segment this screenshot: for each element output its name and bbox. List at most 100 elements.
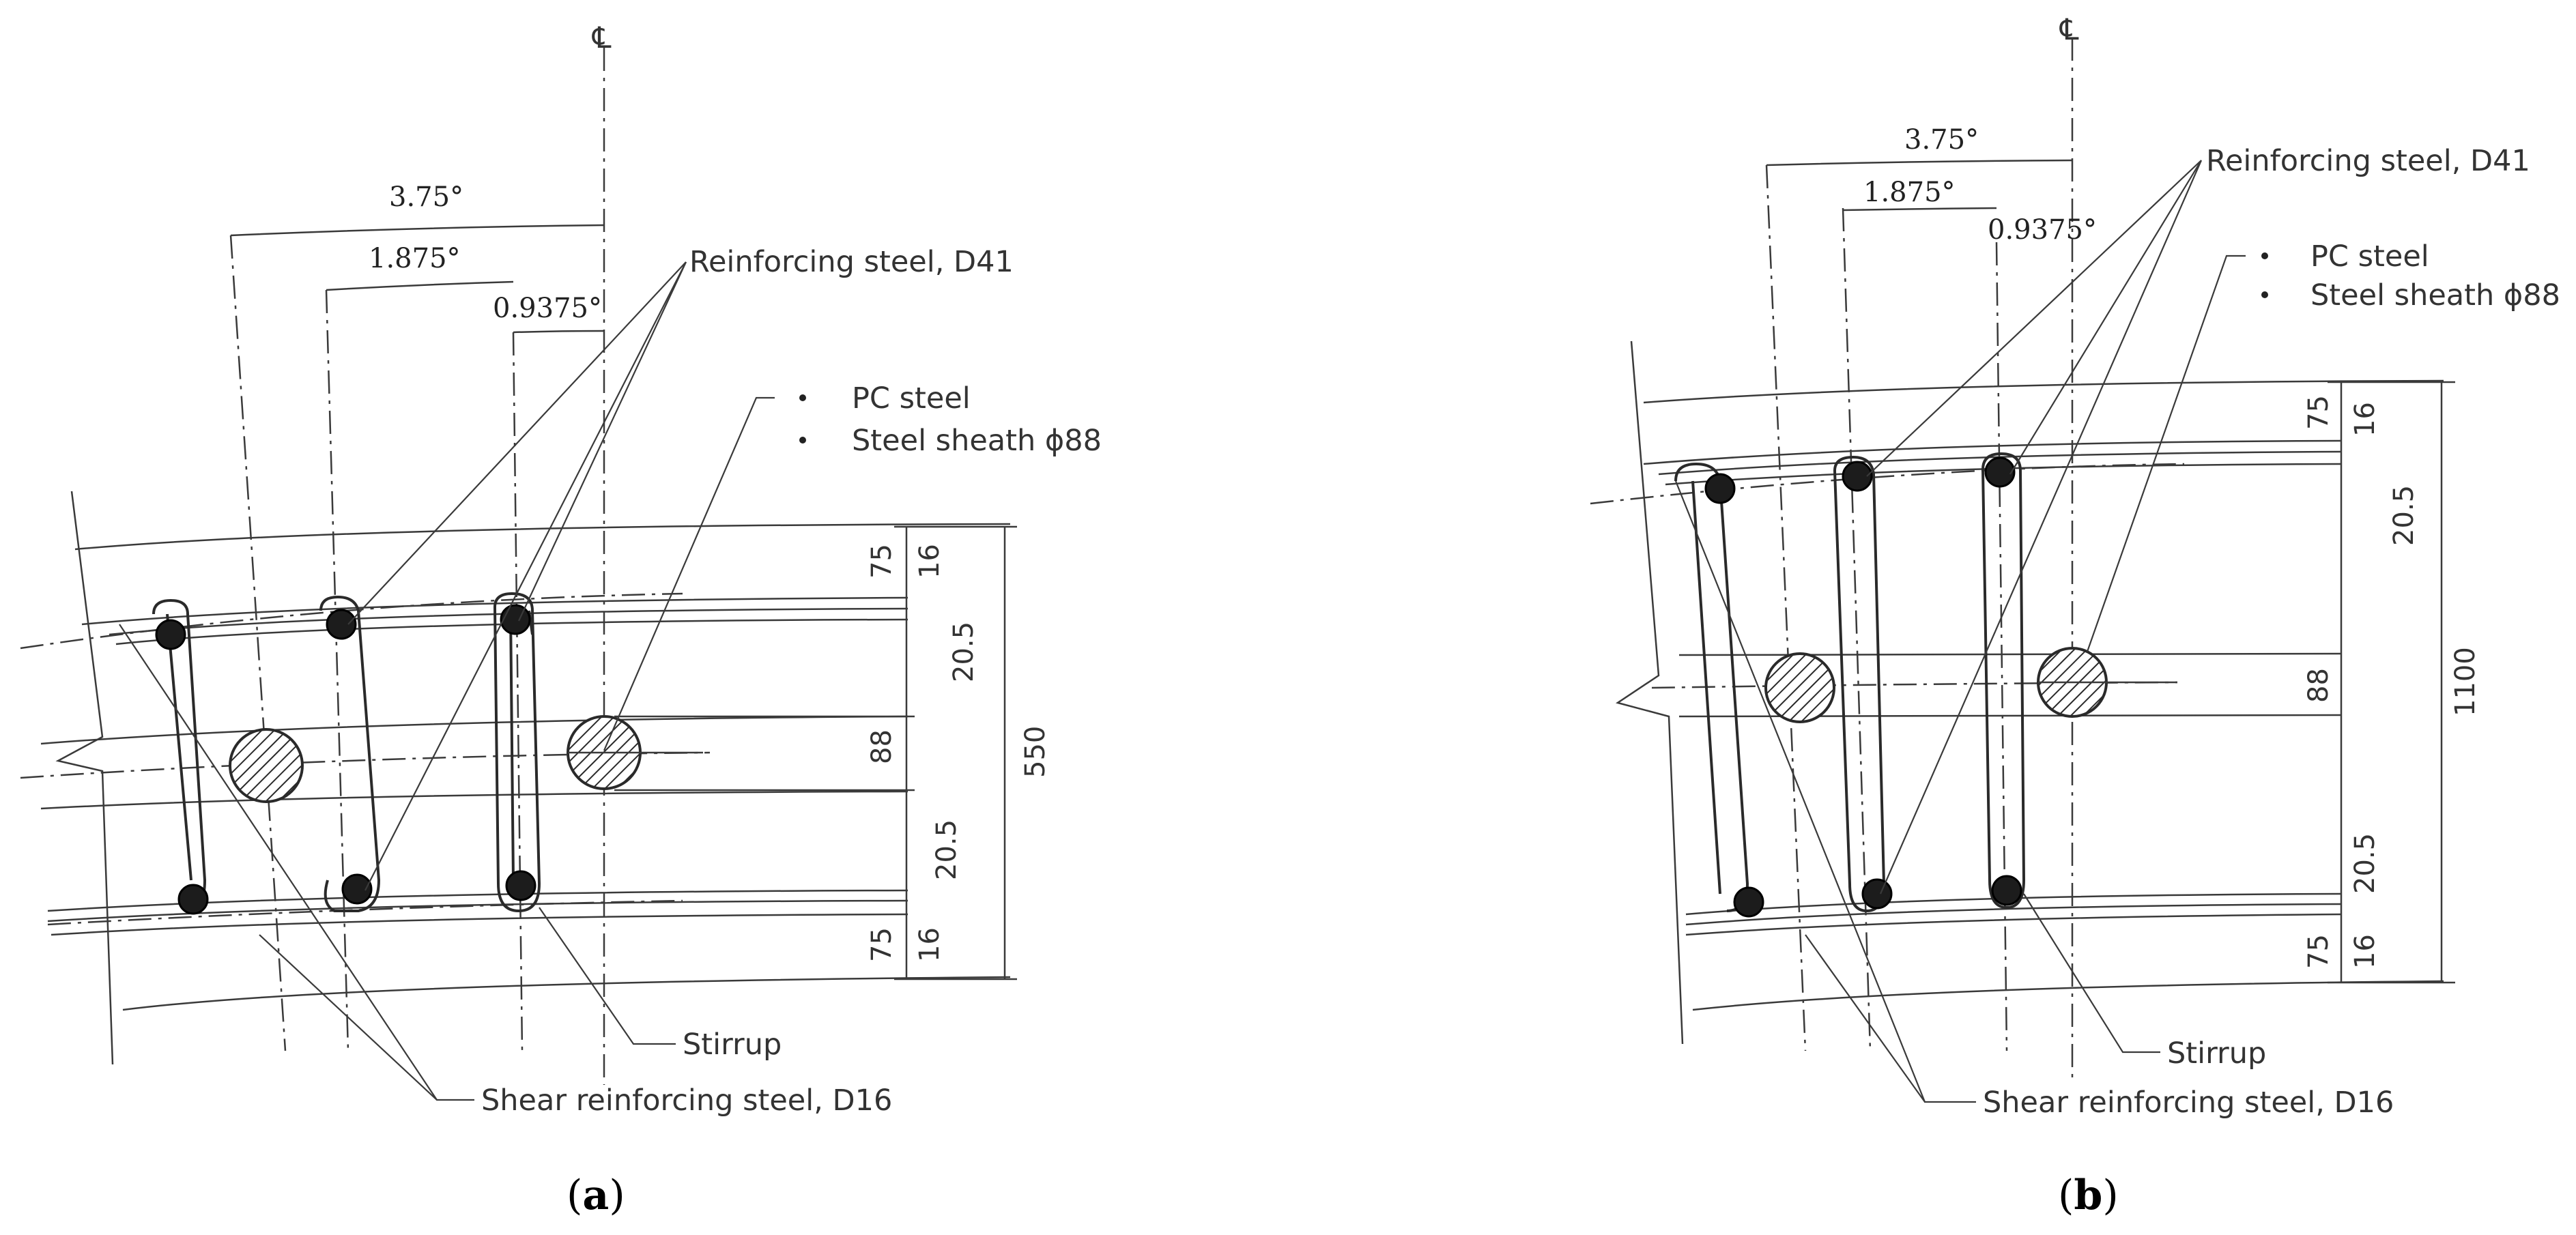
top-cover-line-b [1643,439,2342,465]
dim-total-a: 550 [1020,726,1051,778]
angle-dim-1875-a [326,280,514,291]
dim-sheath-a: 88 [866,729,898,764]
label-sheath-a: Steel sheath ϕ88 [852,424,1102,458]
top-face-a [74,523,1011,551]
bot-bar-line2-b [1685,903,2342,926]
bar-top-1-a [155,619,186,650]
angle-dim-375-b [1766,159,2073,166]
mid-arc2-a [40,790,908,810]
bar-top-2-a [326,609,357,640]
panel-b: ℄ 3.75° 1.875° 0.9375° [1590,13,2560,1219]
dim-total-b: 1100 [2450,647,2481,716]
centerline-symbol-a: ℄ [592,21,612,55]
angle-label-09375-b: 0.9375° [1988,214,2097,246]
centerline-symbol-b: ℄ [2059,13,2079,47]
angle-dim-375-a [230,224,605,237]
bot-bar-line3-b [1685,913,2342,936]
label-sheath-b: Steel sheath ϕ88 [2310,278,2560,313]
left-edge-a [55,491,114,1065]
dim-top-gap-a: 20.5 [948,622,979,682]
leader-shear-b [1674,480,1976,1103]
label-stirrup-b: Stirrup [2167,1036,2266,1071]
dim-top-bar-b: 16 [2349,402,2381,437]
top-face-b [1643,379,2444,404]
bot-bar-line3-a [51,913,908,936]
mid-arc2-b [1678,714,2342,718]
panel-a: ℄ 3.75° 1.875° 0.9375° [20,21,1102,1219]
stirrup-3-b [1981,452,2026,910]
bar-top-3-a [500,604,531,635]
radial-line-375-b [1765,164,1807,1051]
label-pc-steel-b: PC steel [2310,239,2429,274]
leader-reinforcing-a [347,261,687,625]
stirrup-2-a [319,595,381,912]
stirrup-3b-a [509,610,534,881]
angle-dim-1875-b [1842,207,1997,212]
radial-line-09375-b [1995,242,2008,1051]
leader-shear2-b [1805,934,1926,1103]
mid-arc-b [1678,652,2342,656]
dim-top-gap-b: 20.5 [2388,485,2420,546]
dim-bot-bar-a: 16 [914,927,945,962]
label-pc-steel-a: PC steel [852,381,971,416]
caption-a: (a) [567,1172,625,1219]
dim-bot-gap-b: 20.5 [2349,833,2381,894]
label-stirrup-a: Stirrup [683,1028,782,1062]
dim-bot-cover-a: 75 [866,927,898,962]
angle-dim-09375-a [513,330,605,334]
bar-top-3-b [1984,456,2016,488]
sheath-1-a [229,728,304,803]
left-edge-b [1616,340,1684,1045]
leader-reinforcing2-a [364,261,687,891]
label-reinforcing-b: Reinforcing steel, D41 [2206,144,2530,178]
leader-shear-a [119,624,474,1101]
radial-line-375-a [229,235,287,1051]
bar-top-2-b [1842,461,1873,492]
dim-bot-bar-b: 16 [2349,934,2381,969]
dim-bot-cover-b: 75 [2303,934,2334,969]
angle-label-1875-b: 1.875° [1863,177,1956,208]
angle-label-375-b: 3.75° [1904,124,1979,156]
bottom-face-b [1692,980,2444,1011]
leader-sheath-b [2086,255,2246,652]
label-reinforcing-a: Reinforcing steel, D41 [689,245,1014,279]
label-shear-a: Shear reinforcing steel, D16 [481,1084,892,1118]
bar-bot-1-a [177,884,209,915]
bot-arc-dash-a [47,899,683,926]
angle-label-1875-a: 1.875° [369,243,461,274]
leader-sheath-a [603,396,775,751]
bullet-sheath-b [2261,291,2268,298]
sheath-1-b [1764,652,1835,723]
bot-bar-line1-a [47,889,908,912]
mid-arc-a [40,715,908,745]
top-bar-line1-a [109,607,908,636]
dim-top-bar-a: 16 [914,544,945,579]
angle-label-09375-a: 0.9375° [493,293,602,324]
dimension-chain-b [2328,381,2455,984]
bullet-pc-a [799,394,806,401]
dim-top-cover-a: 75 [866,544,898,579]
bar-bot-1-b [1733,886,1764,918]
dim-bot-gap-a: 20.5 [931,819,962,880]
label-shear-b: Shear reinforcing steel, D16 [1983,1086,2394,1120]
leader-shear2-a [259,934,438,1101]
bar-bot-2-b [1861,878,1893,910]
angle-label-375-a: 3.75° [389,181,463,213]
top-bar-line1-b [1658,450,2342,476]
dim-sheath-b: 88 [2303,668,2334,703]
top-cover-line-a [81,596,908,626]
top-arc-dash-b [1590,463,2185,505]
bullet-sheath-a [799,437,806,444]
stirrups-b [1674,452,2026,913]
dim-top-cover-b: 75 [2303,395,2334,430]
stirrup-2-b [1833,455,1886,913]
bot-bar-line2-a [47,899,908,922]
bar-bot-2-a [341,873,373,905]
leader-stirrup-b [2023,893,2160,1054]
leader-reinforcing2-b [1879,160,2203,895]
caption-b: (b) [2058,1172,2119,1219]
top-bar-line2-b [1665,463,2342,486]
leader-reinforcing3-a [518,261,687,622]
bullet-pc-b [2261,252,2268,259]
